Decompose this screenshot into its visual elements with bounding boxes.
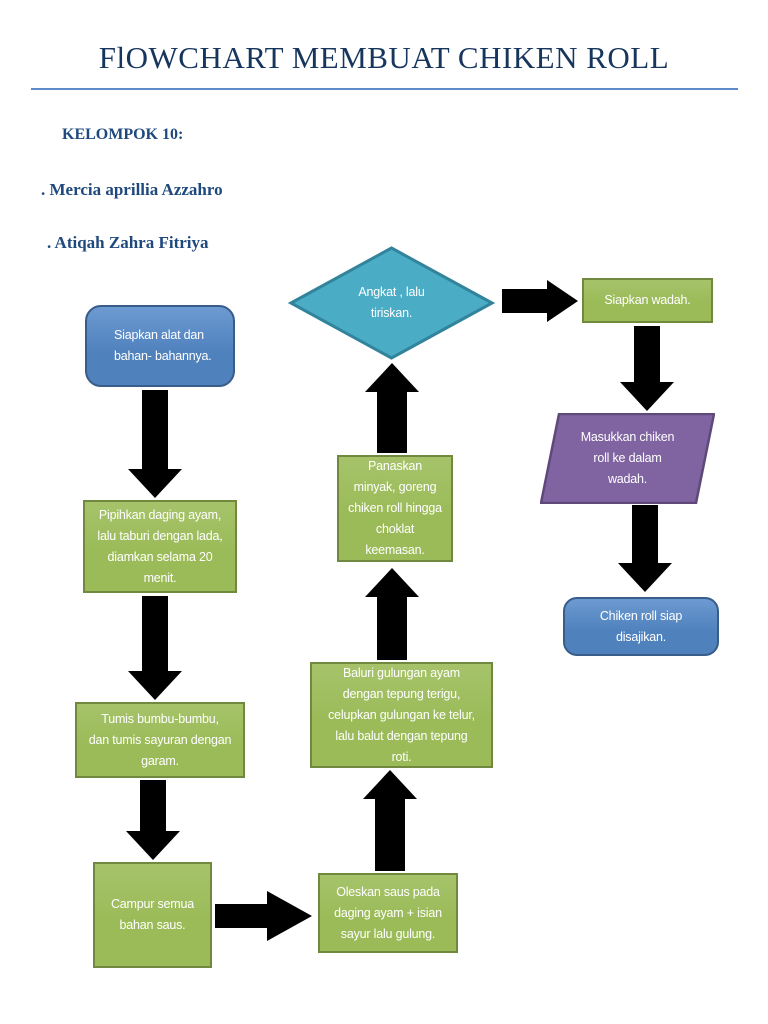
node-start-label: Siapkan alat dan bahan- bahannya.: [114, 328, 212, 363]
arrow-oleskan-to-baluri: [363, 770, 417, 871]
arrow-stem: [634, 326, 660, 382]
node-angkat-decision: Angkat , lalu tiriskan.: [288, 246, 495, 360]
arrow-head-down-icon: [126, 831, 180, 860]
arrow-head-up-icon: [365, 568, 419, 597]
node-angkat-label: Angkat , lalu tiriskan.: [358, 285, 425, 320]
arrow-stem: [377, 392, 407, 453]
arrow-tumis-to-campur: [126, 780, 180, 860]
title-underline: [31, 88, 738, 90]
arrow-head-up-icon: [363, 770, 417, 799]
node-selesai: Chiken roll siap disajikan.: [563, 597, 719, 656]
node-masukkan-label: Masukkan chiken roll ke dalam wadah.: [580, 430, 675, 486]
node-pipihkan: Pipihkan daging ayam, lalu taburi dengan…: [83, 500, 237, 593]
arrow-stem: [142, 390, 168, 469]
node-baluri: Baluri gulungan ayam dengan tepung terig…: [310, 662, 493, 768]
node-siapkan-wadah-label: Siapkan wadah.: [604, 293, 691, 307]
node-campur-label: Campur semua bahan saus.: [110, 897, 195, 932]
node-tumis: Tumis bumbu-bumbu, dan tumis sayuran den…: [75, 702, 245, 778]
node-pipihkan-label: Pipihkan daging ayam, lalu taburi dengan…: [97, 507, 223, 585]
arrow-head-down-icon: [618, 563, 672, 592]
arrow-head-right-icon: [547, 279, 578, 322]
arrow-campur-to-oleskan: [215, 891, 312, 941]
arrow-head-down-icon: [128, 671, 182, 700]
node-tumis-label: Tumis bumbu-bumbu, dan tumis sayuran den…: [88, 711, 232, 768]
member-name-2: . Atiqah Zahra Fitriya: [47, 233, 209, 252]
node-selesai-label: Chiken roll siap disajikan.: [599, 608, 683, 644]
arrow-baluri-to-panaskan: [365, 568, 419, 660]
arrow-start-to-pipihkan: [128, 390, 182, 498]
node-baluri-label: Baluri gulungan ayam dengan tepung terig…: [328, 665, 475, 764]
arrow-stem: [375, 799, 405, 871]
node-panaskan-label: Panaskan minyak, goreng chiken roll hing…: [348, 459, 442, 557]
group-heading: KELOMPOK 10:: [62, 126, 184, 143]
page-title: FlOWCHART MEMBUAT CHIKEN ROLL: [98, 40, 670, 75]
node-siapkan-wadah: Siapkan wadah.: [582, 278, 713, 323]
parallelogram-shape: [540, 413, 715, 504]
arrow-head-down-icon: [620, 382, 674, 411]
arrow-panaskan-to-angkat: [365, 363, 419, 453]
node-masukkan: Masukkan chiken roll ke dalam wadah.: [540, 413, 715, 504]
arrow-head-down-icon: [128, 469, 182, 498]
node-oleskan-label: Oleskan saus pada daging ayam + isian sa…: [334, 884, 442, 941]
arrow-masukkan-to-selesai: [618, 505, 672, 592]
node-oleskan: Oleskan saus pada daging ayam + isian sa…: [318, 873, 458, 953]
arrow-stem: [632, 505, 658, 563]
node-start: Siapkan alat dan bahan- bahannya.: [85, 305, 235, 387]
arrow-head-right-icon: [267, 891, 312, 941]
arrow-head-up-icon: [365, 363, 419, 392]
arrow-stem: [215, 904, 267, 928]
node-panaskan: Panaskan minyak, goreng chiken roll hing…: [337, 455, 453, 562]
diamond-shape: [288, 246, 495, 360]
arrow-stem: [377, 597, 407, 660]
arrow-siapkan-wadah-to-masukkan: [620, 326, 674, 411]
node-campur: Campur semua bahan saus.: [93, 862, 212, 968]
arrow-angkat-to-siapkan-wadah: [502, 279, 578, 322]
member-name-1: . Mercia aprillia Azzahro: [41, 180, 223, 199]
arrow-pipihkan-to-tumis: [128, 596, 182, 700]
arrow-stem: [142, 596, 168, 671]
arrow-stem: [502, 288, 547, 313]
arrow-stem: [140, 780, 166, 831]
